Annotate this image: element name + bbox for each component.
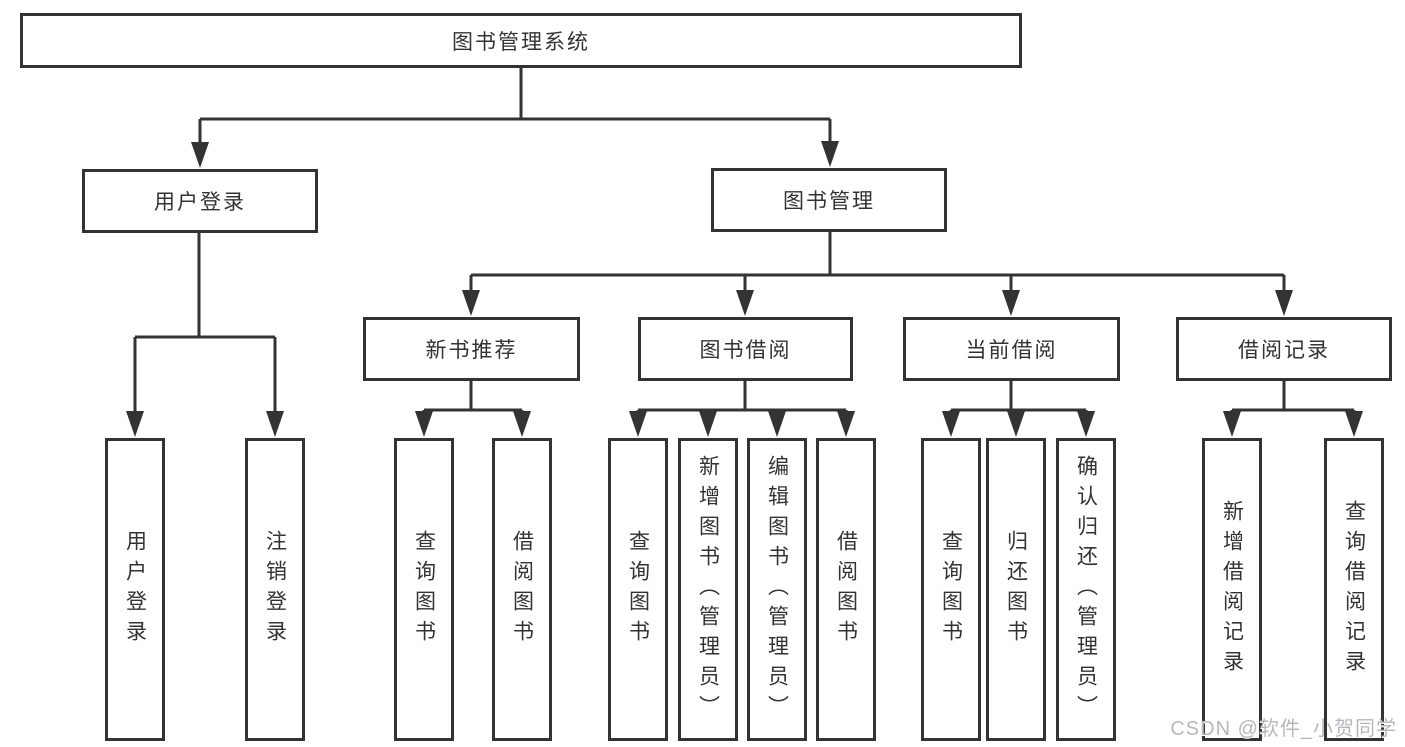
leaf-logout: 注销登录 [245,438,305,741]
leaf-edit-books-admin: 编辑图书（管理员） [747,438,807,741]
node-borrowing-records-label: 借阅记录 [1238,339,1330,362]
watermark: CSDN @软件_小贺同学 [1170,718,1397,740]
node-root-label: 图书管理系统 [452,30,590,54]
leaf-query-books-borrowing-label: 查询图书 [626,529,650,650]
leaf-confirm-return-admin: 确认归还（管理员） [1056,438,1116,741]
node-book-borrowing: 图书借阅 [638,317,853,381]
node-new-book-recommend: 新书推荐 [363,317,580,381]
node-book-borrowing-label: 图书借阅 [699,339,792,362]
leaf-add-borrow-record-label: 新增借阅记录 [1220,499,1244,680]
leaf-query-borrow-record-label: 查询借阅记录 [1342,499,1366,680]
node-book-management: 图书管理 [711,168,947,232]
leaf-confirm-return-admin-label: 确认归还（管理员） [1074,454,1098,725]
leaf-return-books-label: 归还图书 [1004,529,1028,650]
node-new-book-recommend-label: 新书推荐 [425,339,518,362]
leaf-return-books: 归还图书 [986,438,1046,741]
leaf-query-books-borrowing: 查询图书 [608,438,668,741]
arrowheads [126,141,1363,437]
leaf-borrow-books-recommend-label: 借阅图书 [510,529,534,650]
leaf-add-borrow-record: 新增借阅记录 [1202,438,1262,741]
leaf-borrow-books-label: 借阅图书 [834,529,858,650]
leaf-borrow-books-recommend: 借阅图书 [492,438,552,741]
leaf-query-borrow-record: 查询借阅记录 [1324,438,1384,741]
leaf-query-books-current: 查询图书 [921,438,981,741]
node-current-borrowing-label: 当前借阅 [965,339,1058,362]
leaf-query-books-current-label: 查询图书 [939,529,963,650]
node-user-login-label: 用户登录 [154,191,246,214]
leaf-add-books-admin: 新增图书（管理员） [678,438,738,741]
node-current-borrowing: 当前借阅 [903,317,1120,381]
leaf-user-login-label: 用户登录 [123,529,147,650]
leaf-borrow-books: 借阅图书 [816,438,876,741]
leaf-logout-label: 注销登录 [263,529,287,650]
leaf-query-books-recommend: 查询图书 [394,438,454,741]
leaf-edit-books-admin-label: 编辑图书（管理员） [765,454,789,725]
node-borrowing-records: 借阅记录 [1176,317,1392,381]
node-user-login: 用户登录 [82,169,318,233]
leaf-query-books-recommend-label: 查询图书 [412,529,436,650]
node-book-management-label: 图书管理 [783,190,875,213]
leaf-add-books-admin-label: 新增图书（管理员） [696,454,720,725]
node-root: 图书管理系统 [20,13,1022,68]
leaf-user-login: 用户登录 [105,438,165,741]
